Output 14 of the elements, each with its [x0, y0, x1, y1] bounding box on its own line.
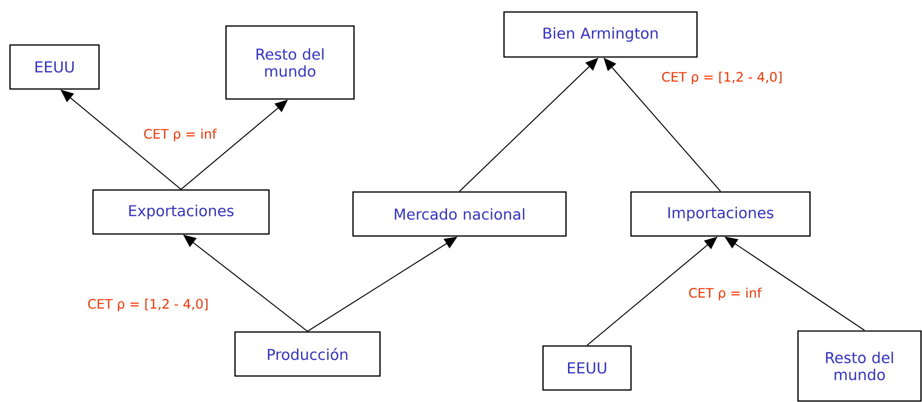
elasticity-label: CET ρ = [1,2 - 4,0] — [662, 72, 782, 84]
elasticity-label: CET ρ = inf — [689, 288, 762, 300]
node-box: Resto del mundo — [225, 25, 355, 100]
node-box: Bien Armington — [503, 11, 698, 58]
node-box: Producción — [234, 331, 381, 377]
node-box: EEUU — [9, 44, 100, 90]
elasticity-label: CET ρ = inf — [144, 128, 217, 142]
elasticity-label: CET ρ = [1,2 - 4,0] — [88, 298, 208, 312]
node-box: Exportaciones — [92, 189, 270, 235]
node-box: Resto del mundo — [797, 330, 922, 402]
arrow — [180, 100, 288, 190]
node-box: Importaciones — [630, 191, 811, 237]
node-box: EEUU — [542, 345, 632, 391]
node-box: Mercado nacional — [352, 191, 567, 237]
